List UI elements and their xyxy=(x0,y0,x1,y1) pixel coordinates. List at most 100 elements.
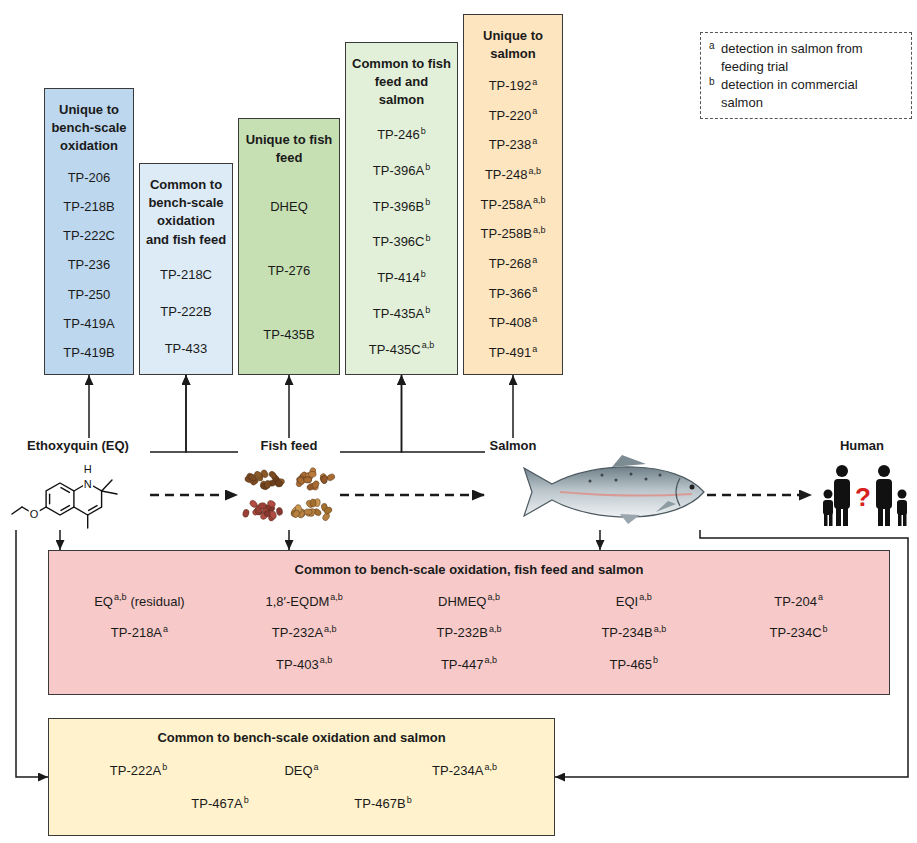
person-leg xyxy=(824,512,828,526)
person-body xyxy=(834,479,850,509)
compound-id: TP-218C xyxy=(160,267,212,282)
footnote-mark: a,b xyxy=(489,624,502,634)
footnote-mark: b xyxy=(407,795,412,805)
connector-arrow xyxy=(150,375,186,452)
connector-arrow xyxy=(512,375,514,438)
footnote-mark: a,b xyxy=(114,592,127,602)
footnote-text: detection in commercial salmon xyxy=(721,76,903,111)
compound-id: TP-491 xyxy=(489,345,532,360)
ethyl-bond xyxy=(12,507,22,514)
compound-id: EQI xyxy=(616,594,638,609)
footnote-mark: a,b xyxy=(533,195,546,205)
compound-entry: TP-234Ba,b xyxy=(551,625,716,642)
salmon-fin xyxy=(656,501,676,512)
salmon-spot xyxy=(589,480,592,483)
compound-entry: TP-408a xyxy=(489,315,538,332)
connector-arrow xyxy=(599,530,601,550)
compound-id: TP-222B xyxy=(160,304,211,319)
stage-name: Human xyxy=(812,438,912,454)
compound-list: TP-218C TP-222B TP-433 xyxy=(145,249,227,368)
connector-arrow xyxy=(288,530,290,550)
compound-entry: TP-222C xyxy=(63,228,115,245)
feed-pellet xyxy=(311,480,320,490)
compound-entry: TP-218Aa xyxy=(57,625,222,642)
compound-entry: TP-435B xyxy=(263,327,314,344)
person-body xyxy=(876,479,892,509)
salmon-stripe xyxy=(560,492,692,496)
compound-entry: TP-204a xyxy=(716,593,881,610)
person-leg xyxy=(829,512,833,526)
footnote-mark: a xyxy=(709,40,721,75)
compound-entry: TP-218C xyxy=(160,267,212,284)
compound-id: TP-204 xyxy=(774,594,817,609)
compound-id: TP-222C xyxy=(63,228,115,243)
footnote-mark: a xyxy=(818,592,823,602)
compound-entry: TP-220a xyxy=(489,107,538,124)
feed-pellet xyxy=(276,507,283,516)
footnote-mark: b xyxy=(653,655,658,665)
compound-id: TP-396B xyxy=(373,199,424,214)
compound-id: TP-258B xyxy=(481,226,532,241)
connector-arrow xyxy=(402,375,486,452)
salmon-spots xyxy=(589,473,662,483)
footnote-mark: a,b xyxy=(320,655,333,665)
compound-id: TP-220 xyxy=(489,108,532,123)
salmon-spot xyxy=(601,474,604,477)
compound-entry: TP-467Ab xyxy=(139,796,302,813)
compound-entry: TP-268a xyxy=(489,256,538,273)
compound-entry: TP-403a,b xyxy=(222,656,387,673)
footnote-mark: b xyxy=(425,197,430,207)
feed-pellet xyxy=(308,471,317,478)
compound-list: TP-246bTP-396AbTP-396BbTP-396CbTP-414bTP… xyxy=(351,110,452,368)
methyl-bond xyxy=(102,480,112,491)
compound-entry: TP-396Bb xyxy=(373,198,430,215)
compound-id: TP-408 xyxy=(489,315,532,330)
connector-arrow xyxy=(288,375,290,438)
compound-id: TP-419A xyxy=(63,316,114,331)
compound-entry: TP-366a xyxy=(489,285,538,302)
compound-id: TP-192 xyxy=(489,78,532,93)
compound-id: EQ xyxy=(94,594,113,609)
compound-id: TP-467A xyxy=(191,796,242,811)
feed-pellet xyxy=(258,502,267,510)
compound-note: (residual) xyxy=(130,594,184,609)
compound-entry: TP-246b xyxy=(377,127,426,144)
footnote-mark: a xyxy=(532,255,537,265)
double-bond xyxy=(61,506,69,511)
compound-entry: TP-276 xyxy=(268,263,311,280)
compound-entry: TP-433 xyxy=(165,341,208,358)
compound-list: DHEQTP-276TP-435B xyxy=(244,167,334,368)
compound-entry: TP-258Aa,b xyxy=(481,196,546,213)
footnote-mark: a,b xyxy=(485,655,498,665)
stage-name: Ethoxyquin (EQ) xyxy=(6,438,150,454)
feed-pellet xyxy=(323,506,333,515)
compound-entry: TP-192a xyxy=(489,78,538,95)
person-leg xyxy=(903,512,907,526)
compound-entry: TP-396Ab xyxy=(373,163,430,180)
compound-entry: TP-234Cb xyxy=(716,625,881,642)
compound-id: TP-248 xyxy=(485,167,528,182)
compound-entry: TP-396Cb xyxy=(372,234,430,251)
footnote-mark: b xyxy=(823,624,828,634)
stage-label: Ethoxyquin (EQ) xyxy=(6,438,150,530)
compound-id: TP-435A xyxy=(373,306,424,321)
footnote-mark: b xyxy=(421,269,426,279)
footnote-mark: a xyxy=(532,284,537,294)
compound-entry: TP-447a,b xyxy=(387,656,552,673)
compound-id: TP-218B xyxy=(63,199,114,214)
salmon-spot xyxy=(630,473,633,476)
compound-id: TP-232B xyxy=(437,625,488,640)
compound-entry: DEQa xyxy=(220,763,383,780)
footnote-mark: a xyxy=(532,106,537,116)
person-leg xyxy=(885,505,890,526)
connector-arrow xyxy=(186,375,238,452)
family-icon xyxy=(823,465,907,526)
person-head xyxy=(836,465,848,477)
compound-id: TP-250 xyxy=(68,287,111,302)
footnote-mark: b xyxy=(709,76,721,111)
double-bond xyxy=(61,488,69,493)
stage-label: Salmon xyxy=(485,438,707,530)
feed-pellet xyxy=(304,477,312,483)
connector-arrow xyxy=(88,375,90,438)
compound-entry: TP-206 xyxy=(68,170,111,187)
